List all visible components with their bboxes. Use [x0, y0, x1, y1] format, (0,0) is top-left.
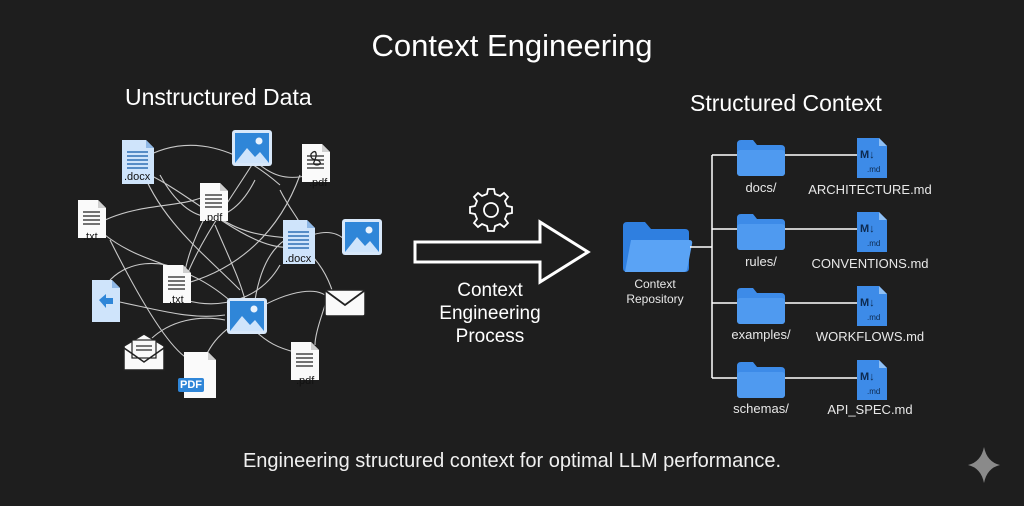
- repository-label-line-1: Context: [634, 277, 676, 291]
- pdf-label: .pdf: [309, 177, 328, 189]
- pdf-badge-label: PDF: [180, 379, 202, 391]
- pdf-label: .pdf: [296, 375, 315, 387]
- image-file-icon: [232, 130, 272, 166]
- pdf-badge-file-icon: [178, 352, 216, 398]
- svg-text:.md: .md: [867, 313, 880, 322]
- process-arrow: [413, 219, 591, 285]
- svg-text:M↓: M↓: [860, 371, 875, 383]
- markdown-file-icon-4: M↓ .md: [857, 360, 887, 400]
- process-label-line-1: Context: [457, 280, 523, 301]
- context-repository-folder-icon: [623, 222, 693, 272]
- folder-label-schemas: schemas/: [733, 401, 789, 416]
- svg-text:.md: .md: [867, 239, 880, 248]
- svg-text:M↓: M↓: [860, 223, 875, 235]
- process-label-line-2: Engineering: [439, 303, 541, 324]
- markdown-file-icon: M↓ .md: [857, 138, 887, 178]
- diagram-title: Context Engineering: [371, 28, 653, 63]
- pdf-label: .pdf: [204, 212, 223, 224]
- svg-text:.md: .md: [867, 165, 880, 174]
- svg-text:M↓: M↓: [860, 149, 875, 161]
- rules-folder-icon: [737, 214, 785, 250]
- svg-text:M↓: M↓: [860, 297, 875, 309]
- folder-label-rules: rules/: [745, 254, 777, 269]
- envelope-icon: [324, 289, 366, 317]
- shared-file-icon: [92, 280, 120, 322]
- sparkle-icon: [968, 447, 1000, 483]
- md-file-label-architecture: ARCHITECTURE.md: [808, 182, 932, 197]
- markdown-file-icon-2: M↓ .md: [857, 212, 887, 252]
- gear-icon: [469, 188, 513, 232]
- process-label-line-3: Process: [455, 326, 525, 347]
- md-file-label-conventions: CONVENTIONS.md: [811, 256, 929, 271]
- structured-context-heading: Structured Context: [690, 90, 882, 116]
- unstructured-data-heading: Unstructured Data: [125, 84, 312, 110]
- footer-caption: Engineering structured context for optim…: [242, 450, 782, 472]
- md-file-label-api-spec: API_SPEC.md: [827, 402, 913, 417]
- txt-label: .txt: [169, 294, 184, 306]
- schemas-folder-icon: [737, 362, 785, 398]
- docx-label: .docx: [124, 171, 151, 183]
- tree-connectors: [690, 154, 857, 379]
- docx-label: .docx: [285, 253, 312, 265]
- open-envelope-icon: [123, 333, 165, 371]
- docs-folder-icon: [737, 140, 785, 176]
- folder-label-examples: examples/: [731, 327, 791, 342]
- md-file-label-workflows: WORKFLOWS.md: [815, 329, 925, 344]
- examples-folder-icon: [737, 288, 785, 324]
- folder-label-docs: docs/: [745, 180, 777, 195]
- image-file-icon-2: [342, 219, 382, 255]
- process-label: Context Engineering Process: [425, 279, 555, 348]
- pdf-file-icon: [301, 143, 331, 183]
- markdown-file-icon-3: M↓ .md: [857, 286, 887, 326]
- txt-label: .txt: [83, 231, 98, 243]
- repository-label-line-2: Repository: [626, 292, 684, 306]
- image-file-icon-3: [227, 298, 267, 334]
- svg-text:.md: .md: [867, 387, 880, 396]
- context-repository-label: Context Repository: [610, 277, 700, 307]
